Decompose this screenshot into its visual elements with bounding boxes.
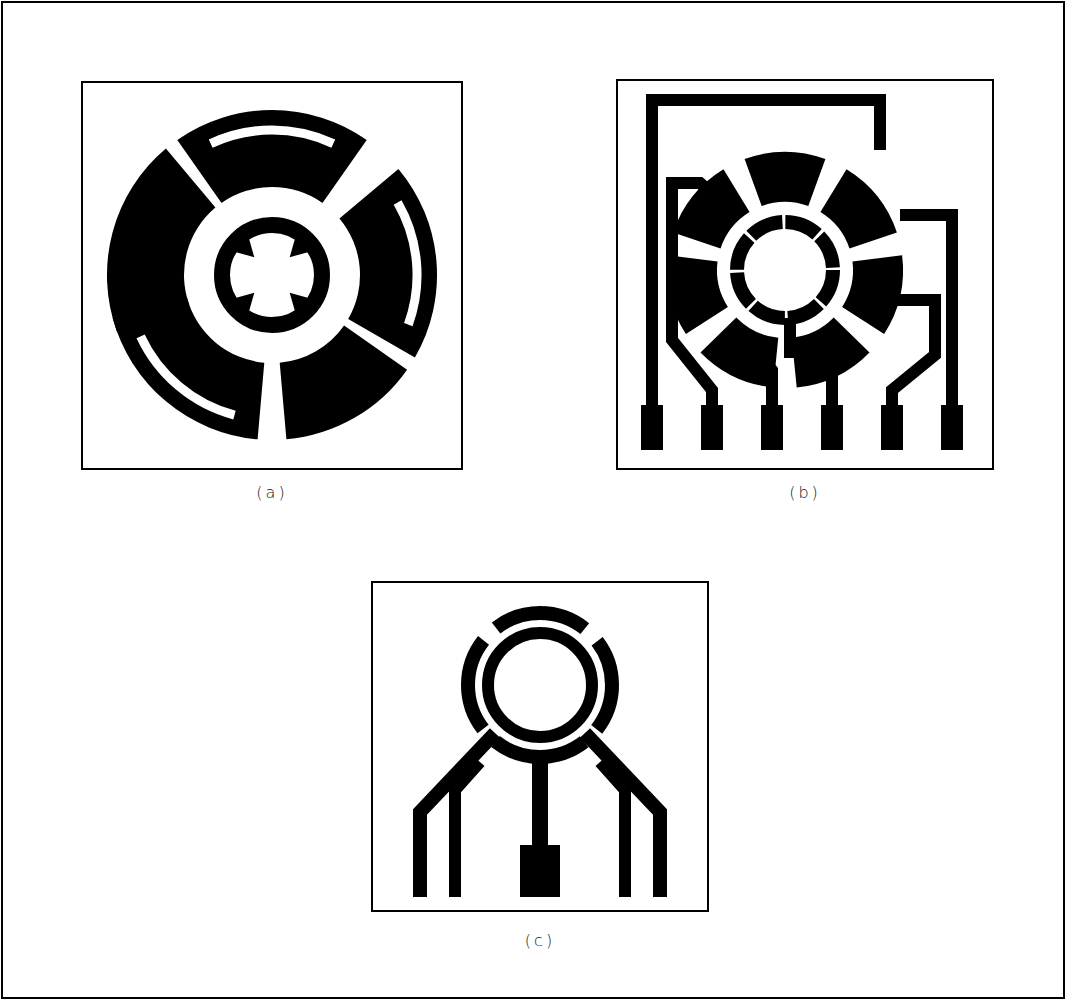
mask-panel-a: [82, 82, 462, 469]
bond-pad: [520, 845, 560, 897]
electrode-sector: [339, 169, 437, 358]
bond-pads: [641, 405, 963, 450]
electrode-slot: [211, 130, 334, 144]
electrode-wedge: [280, 326, 407, 440]
panel-frame: [82, 82, 462, 469]
electrode-slot: [141, 336, 235, 415]
electrode-slot: [398, 203, 417, 325]
mask-panel-c: [372, 582, 708, 911]
panel-frame: [617, 80, 993, 469]
mask-panel-b: [617, 80, 993, 469]
center-ring: [737, 222, 833, 318]
electrode-wedge: [107, 149, 215, 332]
electrode-pads: [661, 152, 909, 394]
ring-teeth: [235, 238, 310, 313]
center-ring: [222, 225, 322, 325]
electrode-sector: [177, 110, 366, 203]
panel-label: (b): [789, 483, 821, 502]
panel-label: (a): [256, 483, 287, 502]
traces: [652, 100, 952, 420]
traces: [420, 733, 660, 897]
panel-label: (c): [525, 931, 555, 950]
center-ring: [488, 633, 592, 737]
panel-frame: [372, 582, 708, 911]
